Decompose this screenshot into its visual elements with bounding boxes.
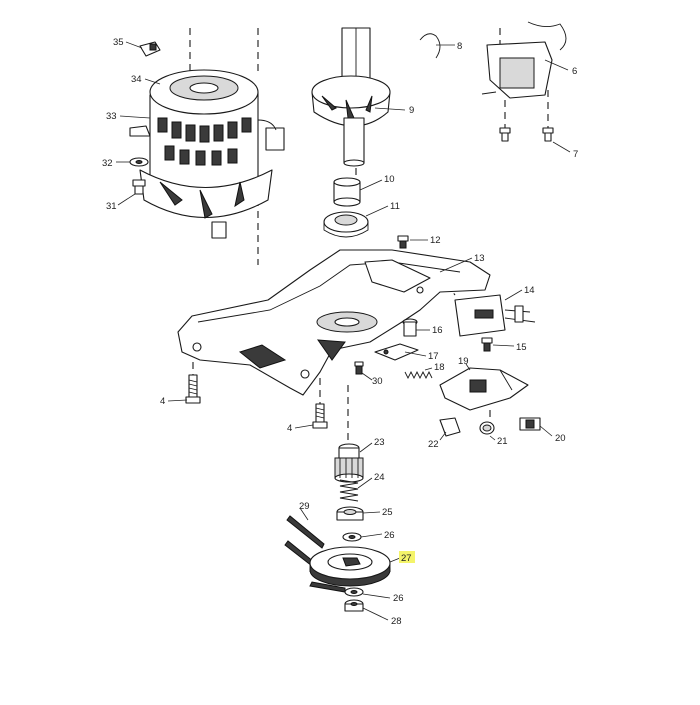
part-18-spring bbox=[404, 370, 433, 380]
callout-18: 18 bbox=[434, 362, 445, 373]
part-19-actuator bbox=[439, 367, 529, 411]
callout-34: 34 bbox=[131, 74, 142, 85]
part-15-screw bbox=[481, 337, 493, 352]
part-30-screw bbox=[354, 361, 364, 375]
part-6-switch-assembly bbox=[481, 21, 567, 99]
callout-9: 9 bbox=[409, 105, 414, 116]
callout-32: 32 bbox=[102, 158, 113, 169]
callout-4-center: 4 bbox=[287, 423, 292, 434]
callout-29: 29 bbox=[299, 501, 310, 512]
callout-19: 19 bbox=[458, 356, 469, 367]
callout-8: 8 bbox=[457, 41, 462, 52]
callout-6: 6 bbox=[572, 66, 577, 77]
callout-4-left: 4 bbox=[160, 396, 165, 407]
callout-26-lower: 26 bbox=[393, 593, 404, 604]
part-10-bushing bbox=[333, 177, 361, 207]
part-26-washer-lower bbox=[344, 587, 364, 597]
part-12-screw bbox=[397, 235, 409, 249]
callout-35: 35 bbox=[113, 37, 124, 48]
part-23-gear bbox=[334, 443, 364, 483]
part-26-washer-upper bbox=[342, 532, 362, 542]
callout-20: 20 bbox=[555, 433, 566, 444]
callout-11: 11 bbox=[390, 201, 400, 212]
part-20-switch bbox=[519, 417, 541, 431]
callout-10: 10 bbox=[384, 174, 395, 185]
callout-15: 15 bbox=[516, 342, 527, 353]
callout-22: 22 bbox=[428, 439, 439, 450]
callout-25: 25 bbox=[382, 507, 393, 518]
callout-26-upper: 26 bbox=[384, 530, 395, 541]
callout-14: 14 bbox=[524, 285, 535, 296]
part-35-clip bbox=[139, 41, 161, 57]
callout-21: 21 bbox=[497, 436, 508, 447]
callout-12: 12 bbox=[430, 235, 441, 246]
leader-lines bbox=[116, 41, 571, 621]
callout-28: 28 bbox=[391, 616, 402, 627]
callout-23: 23 bbox=[374, 437, 385, 448]
part-24-spring bbox=[339, 479, 359, 502]
part-11-seal bbox=[323, 211, 369, 238]
part-4-screw-left bbox=[185, 374, 201, 404]
callout-7: 7 bbox=[573, 149, 578, 160]
callout-30: 30 bbox=[372, 376, 383, 387]
part-22-bracket bbox=[439, 417, 461, 437]
part-4-screw-center bbox=[312, 403, 328, 429]
part-14-bracket bbox=[454, 294, 536, 337]
part-32-washer bbox=[129, 157, 149, 167]
motor-assembly bbox=[129, 69, 285, 239]
part-13-base-frame bbox=[177, 249, 491, 396]
callout-13: 13 bbox=[474, 253, 485, 264]
part-21-spring bbox=[479, 421, 495, 435]
part-9-drive-hub bbox=[311, 27, 391, 167]
callout-labels: 35 34 33 32 31 8 6 9 7 10 11 12 13 14 16… bbox=[102, 37, 578, 627]
callout-17: 17 bbox=[428, 351, 439, 362]
callout-31: 31 bbox=[106, 201, 117, 212]
part-7-screws bbox=[499, 127, 554, 142]
part-31-screw bbox=[132, 179, 146, 195]
part-29-belt bbox=[284, 515, 346, 593]
part-16-pivot bbox=[402, 318, 418, 337]
part-28-nut bbox=[344, 599, 364, 612]
callout-27-highlight bbox=[399, 551, 415, 563]
callout-27: 27 bbox=[401, 553, 412, 564]
part-25-collar bbox=[336, 506, 364, 521]
callout-16: 16 bbox=[432, 325, 443, 336]
part-8-wire-clip bbox=[419, 33, 441, 59]
callout-33: 33 bbox=[106, 111, 117, 122]
callout-24: 24 bbox=[374, 472, 385, 483]
part-17-lever bbox=[374, 343, 419, 361]
part-27-pulley bbox=[309, 546, 391, 587]
